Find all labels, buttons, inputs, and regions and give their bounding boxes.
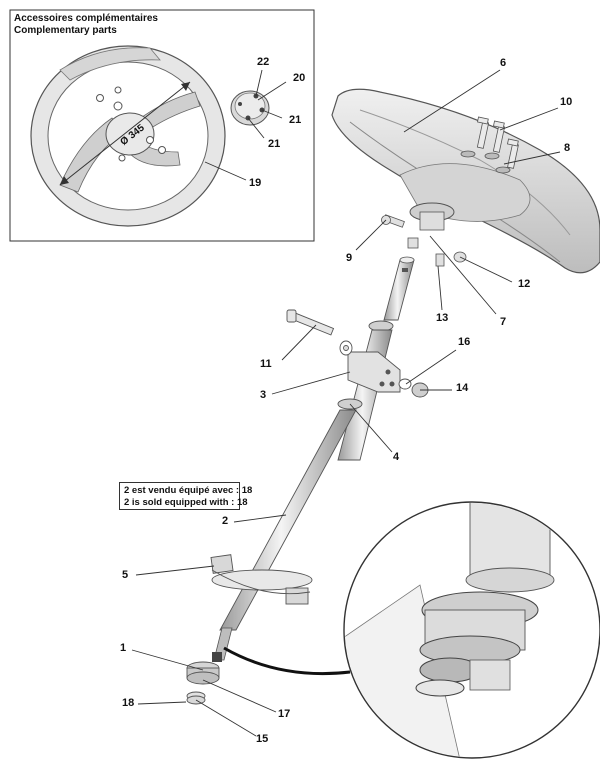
callout-11: 11 (260, 358, 272, 370)
callout-4: 4 (393, 451, 400, 463)
callout-21a: 21 (289, 114, 302, 126)
callout-12: 12 (518, 278, 531, 290)
equipment-note: 2 est vendu équipé avec : 18 2 is sold e… (119, 482, 253, 510)
callout-14: 14 (456, 382, 469, 394)
callout-7: 7 (500, 316, 507, 328)
callout-20: 20 (293, 72, 306, 84)
equipment-note-en: 2 is sold equipped with : 18 (124, 497, 248, 508)
inset-steering-wheel: Ø 345 (30, 45, 226, 227)
callout-10: 10 (560, 96, 573, 108)
inset-leaders (204, 69, 287, 181)
inset-title-en: Complementary parts (14, 25, 117, 36)
callout-17: 17 (278, 708, 291, 720)
wheel-screws (460, 116, 519, 174)
callout-16: 16 (458, 336, 471, 348)
callout-6: 6 (500, 57, 507, 69)
leader-lines (131, 69, 561, 737)
callout-19: 19 (249, 177, 262, 189)
callout-5: 5 (122, 569, 129, 581)
callout-21b: 21 (268, 138, 281, 150)
lower-support (210, 554, 313, 605)
callout-15: 15 (256, 733, 269, 745)
callout-8: 8 (564, 142, 571, 154)
callout-2: 2 (222, 515, 229, 527)
callout-1: 1 (120, 642, 127, 654)
callout-3: 3 (260, 389, 267, 401)
column-bottom-parts (186, 661, 220, 705)
inset-title-fr: Accessoires complémentaires (14, 13, 158, 24)
callout-18: 18 (122, 697, 135, 709)
steering-wheel-main (331, 88, 600, 274)
equipment-note-fr: 2 est vendu équipé avec : 18 (124, 485, 253, 496)
callout-22: 22 (257, 56, 270, 68)
callout-13: 13 (436, 312, 449, 324)
callout-9: 9 (346, 252, 353, 264)
